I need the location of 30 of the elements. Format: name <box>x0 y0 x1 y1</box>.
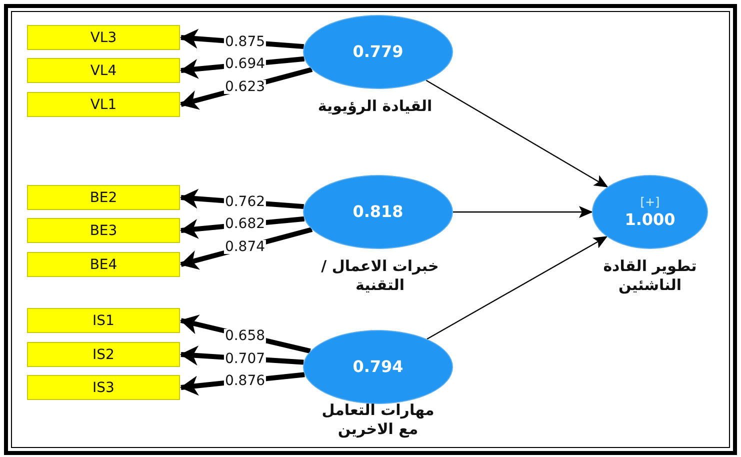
construct-label: القيادة الرؤيوية <box>316 97 434 116</box>
edge-label: 0.875 <box>224 35 266 50</box>
indicator-box: VL1 <box>27 92 180 117</box>
construct-label: خبرات الاعمال / التقنية <box>320 257 440 294</box>
edge-label: 0.658 <box>224 328 266 343</box>
edge-label: 0.682 <box>224 217 266 232</box>
indicator-box: IS2 <box>27 342 180 367</box>
edge-label: 0.623 <box>224 80 266 94</box>
construct-label: مهارات التعامل مع الاخرين <box>320 401 436 438</box>
edge-label: 0.694 <box>224 57 266 72</box>
indicator-box: IS3 <box>27 375 180 400</box>
edge-label: 0.874 <box>224 240 266 254</box>
indicator-box: VL3 <box>27 25 180 50</box>
indicator-box: VL4 <box>27 58 180 83</box>
edge-label: 0.876 <box>224 374 266 388</box>
construct-value: 0.779 <box>352 42 404 62</box>
edge-label: 0.762 <box>224 195 266 210</box>
construct-value: 1.000 <box>624 210 676 229</box>
path-arrow <box>426 80 608 188</box>
construct-label: تطوير القادة الناشئين <box>602 257 698 294</box>
edge-label: 0.707 <box>224 352 266 366</box>
path-arrow <box>453 206 593 218</box>
construct-value: 0.794 <box>352 357 404 377</box>
expand-marker: [+] <box>640 195 660 210</box>
construct-value: 0.818 <box>352 202 404 222</box>
indicator-box: BE4 <box>27 252 180 277</box>
indicator-box: BE3 <box>27 218 180 243</box>
indicator-box: BE2 <box>27 185 180 210</box>
path-arrow <box>426 236 608 340</box>
indicator-box: IS1 <box>27 308 180 333</box>
